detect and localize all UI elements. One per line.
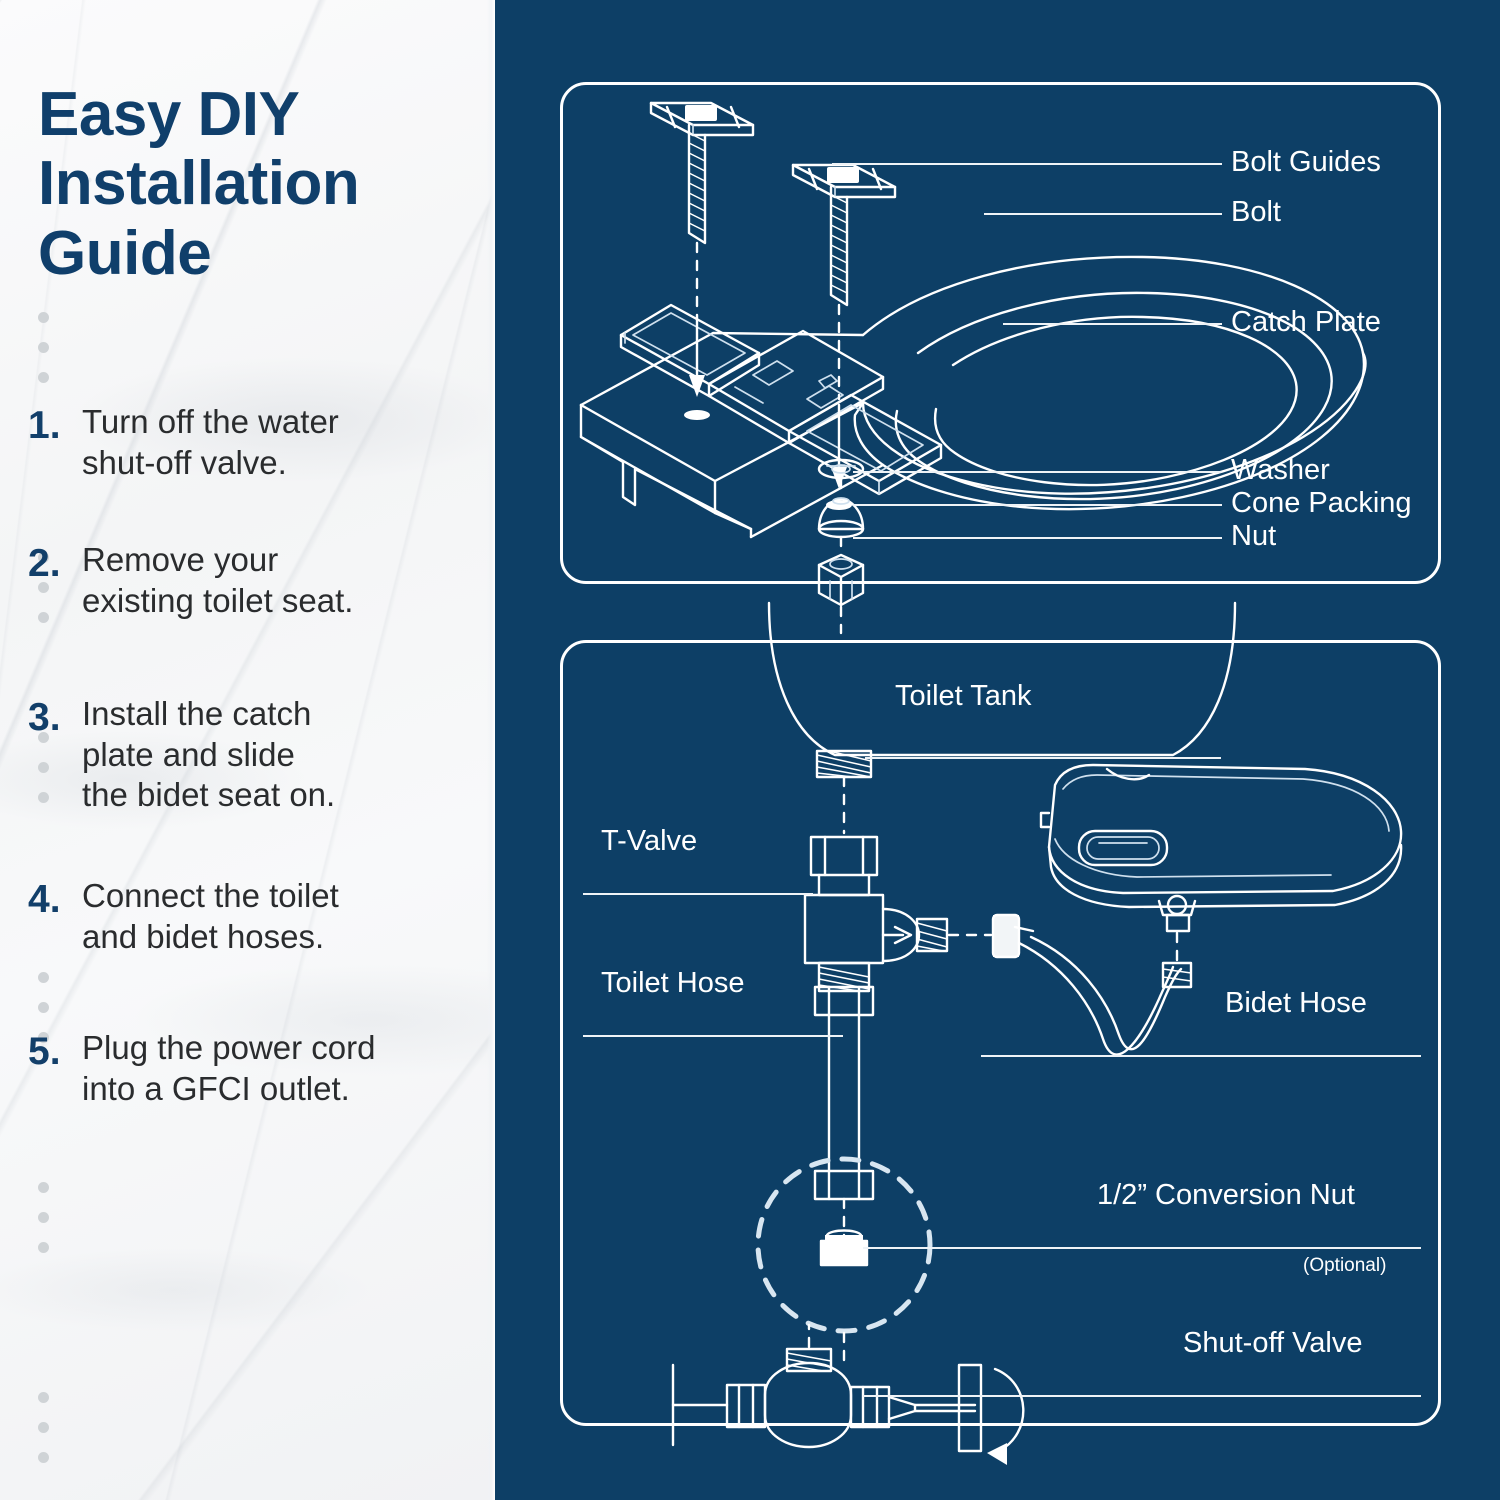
label-bidet-hose: Bidet Hose xyxy=(1225,987,1367,1019)
list-item: 3. Install the catch plate and slide the… xyxy=(28,694,468,817)
step-number: 5. xyxy=(28,1030,61,1074)
timeline-dot xyxy=(38,732,49,743)
catch-plate-exploded-illustration xyxy=(579,101,1367,635)
diagram-area: Bolt Guides Bolt Catch Plate Washer Cone… xyxy=(495,0,1500,1500)
step-text: Install the catch plate and slide the bi… xyxy=(82,694,336,814)
label-washer: Washer xyxy=(1231,454,1330,486)
leader-line-shutoff-valve xyxy=(863,1395,1421,1397)
timeline-dot xyxy=(38,612,49,623)
leader-line-bolt xyxy=(984,213,1222,215)
catch-plate-assembly-panel: Bolt Guides Bolt Catch Plate Washer Cone… xyxy=(560,82,1441,635)
label-toilet-tank: Toilet Tank xyxy=(895,680,1032,712)
panel-divider xyxy=(487,0,495,1500)
timeline-dot xyxy=(38,1242,49,1253)
timeline-dot xyxy=(38,552,49,563)
timeline-dot xyxy=(38,582,49,593)
step-number: 3. xyxy=(28,695,61,739)
list-item: 5. Plug the power cord into a GFCI outle… xyxy=(28,1028,468,1110)
step-number: 2. xyxy=(28,541,61,585)
leader-line-nut xyxy=(853,537,1222,539)
page-title: Easy DIY Installation Guide xyxy=(38,80,360,288)
timeline-dot xyxy=(38,1452,49,1463)
label-toilet-hose: Toilet Hose xyxy=(601,967,745,999)
timeline-dot xyxy=(38,1032,49,1043)
marble-background-panel xyxy=(0,0,495,1500)
label-bolt: Bolt xyxy=(1231,196,1281,228)
installation-steps-list: 1. Turn off the water shut-off valve. 2.… xyxy=(28,402,468,1166)
label-bolt-guides: Bolt Guides xyxy=(1231,146,1381,178)
timeline-dot xyxy=(38,1422,49,1433)
water-connection-panel: Toilet Tank T-Valve Toilet Hose Bidet Ho… xyxy=(560,601,1441,1465)
step-number: 1. xyxy=(28,404,61,447)
label-conversion-nut: 1/2” Conversion Nut xyxy=(1097,1179,1355,1211)
leader-line-conversion-nut xyxy=(863,1247,1421,1249)
step-text: Turn off the water shut-off valve. xyxy=(82,403,339,481)
timeline-dot xyxy=(38,342,49,353)
label-catch-plate: Catch Plate xyxy=(1231,306,1381,338)
list-item: 4. Connect the toilet and bidet hoses. xyxy=(28,876,468,958)
step-text: Plug the power cord into a GFCI outlet. xyxy=(82,1029,376,1108)
list-item: 2. Remove your existing toilet seat. xyxy=(28,540,468,622)
water-connection-illustration xyxy=(671,601,1403,1465)
timeline-dot xyxy=(38,1392,49,1403)
timeline-dot xyxy=(38,312,49,323)
step-text: Remove your existing toilet seat. xyxy=(82,540,354,619)
list-item: 1. Turn off the water shut-off valve. xyxy=(28,402,468,484)
label-shutoff-valve: Shut-off Valve xyxy=(1183,1327,1363,1359)
label-cone-packing: Cone Packing xyxy=(1231,487,1412,519)
step-number: 4. xyxy=(28,878,61,922)
label-nut: Nut xyxy=(1231,520,1277,552)
step-text: Connect the toilet and bidet hoses. xyxy=(82,877,339,956)
timeline-dot xyxy=(38,1002,49,1013)
leader-line-toilet-tank xyxy=(865,757,1221,759)
label-t-valve: T-Valve xyxy=(601,825,698,857)
label-optional-note: (Optional) xyxy=(1303,1255,1387,1276)
leader-line-catch-plate xyxy=(1003,323,1222,325)
leader-line-t-valve xyxy=(583,893,813,895)
leader-line-washer xyxy=(853,471,1222,473)
leader-line-cone-packing xyxy=(853,504,1222,506)
timeline-dot xyxy=(38,372,49,383)
timeline-dot xyxy=(38,762,49,773)
leader-line-bolt-guides xyxy=(832,163,1222,165)
leader-line-toilet-hose xyxy=(583,1035,843,1037)
timeline-dot xyxy=(38,1212,49,1223)
timeline-dot xyxy=(38,792,49,803)
timeline-dot xyxy=(38,1182,49,1193)
leader-line-bidet-hose xyxy=(981,1055,1421,1057)
timeline-dot xyxy=(38,972,49,983)
dotted-timeline-rail xyxy=(38,312,52,1472)
